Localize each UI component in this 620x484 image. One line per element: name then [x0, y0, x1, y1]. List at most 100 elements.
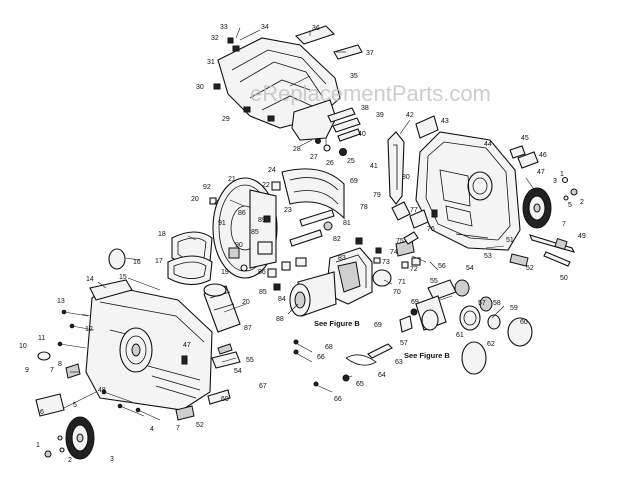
callout-90: 90	[235, 242, 243, 249]
pump-motor-assembly	[289, 237, 373, 317]
callout-36: 36	[312, 25, 320, 32]
label-69-left	[207, 389, 231, 405]
callout-56: 56	[438, 263, 446, 270]
callout-70: 70	[393, 289, 401, 296]
callout-71: 71	[398, 279, 406, 286]
callout-26: 26	[326, 160, 334, 167]
knob-58-59	[479, 296, 501, 330]
callout-60: 60	[520, 319, 528, 326]
callout-49: 49	[578, 233, 586, 240]
left-wheel-hardware	[44, 435, 65, 458]
small-bracket-parts	[209, 181, 323, 291]
callout-80: 80	[402, 174, 410, 181]
callout-54b: 54	[234, 368, 242, 375]
callout-62: 62	[487, 341, 495, 348]
callout-37: 37	[366, 50, 374, 57]
wheel-axle-50	[543, 251, 571, 267]
gasket-17	[167, 255, 213, 286]
callout-84: 84	[278, 296, 286, 303]
callout-3a: 3	[553, 178, 557, 185]
callout-7c: 7	[176, 425, 180, 432]
callout-72: 72	[410, 266, 418, 273]
callout-43: 43	[441, 118, 449, 125]
callout-64: 64	[378, 372, 386, 379]
callout-32: 32	[211, 35, 219, 42]
figure-ref-right: See Figure B	[404, 351, 450, 360]
callout-4: 4	[150, 426, 154, 433]
wheel-axle-49	[529, 234, 576, 253]
callout-58: 58	[493, 300, 501, 307]
callout-47b: 47	[183, 342, 191, 349]
callout-29: 29	[222, 116, 230, 123]
callout-55b: 55	[246, 357, 254, 364]
callout-52b: 52	[196, 422, 204, 429]
callout-9: 9	[25, 367, 29, 374]
callout-17: 17	[155, 258, 163, 265]
decal-label-37	[333, 44, 363, 60]
label-6	[35, 393, 65, 417]
callout-21: 21	[228, 176, 236, 183]
callout-59: 59	[510, 305, 518, 312]
callout-89: 89	[258, 217, 266, 224]
callout-88: 88	[276, 316, 284, 323]
handle-bracket-41	[387, 131, 405, 205]
figure-ref-left: See Figure B	[314, 319, 360, 328]
callout-30: 30	[196, 84, 204, 91]
labels-45-46	[509, 145, 539, 169]
gauge-61	[459, 305, 481, 331]
callout-69c: 69	[374, 322, 382, 329]
callout-75: 75	[396, 238, 404, 245]
callout-34: 34	[261, 24, 269, 31]
callout-61: 61	[456, 332, 464, 339]
leader-lines	[63, 27, 537, 409]
callout-15: 15	[119, 274, 127, 281]
callout-42: 42	[406, 112, 414, 119]
label-43	[415, 115, 439, 139]
callout-82: 82	[333, 236, 341, 243]
callout-69b: 69	[411, 299, 419, 306]
callout-7b: 7	[50, 367, 54, 374]
callout-1b: 1	[36, 442, 40, 449]
callout-78: 78	[360, 204, 368, 211]
callout-69-left: 69	[221, 396, 229, 403]
callout-18: 18	[158, 231, 166, 238]
callout-23: 23	[284, 207, 292, 214]
knob-60	[507, 317, 533, 347]
fan-cover-21	[212, 177, 278, 279]
callout-67: 67	[259, 383, 267, 390]
callout-14: 14	[86, 276, 94, 283]
left-wheel	[65, 416, 95, 460]
right-wheel	[522, 187, 552, 229]
top-cover-assembly	[213, 37, 347, 156]
callout-74: 74	[390, 249, 398, 256]
callout-25: 25	[347, 158, 355, 165]
callout-46: 46	[539, 152, 547, 159]
callout-48: 48	[98, 387, 106, 394]
callout-2b: 2	[68, 457, 72, 464]
callout-73: 73	[382, 259, 390, 266]
watermark-text: eReplacementParts.com	[250, 81, 491, 106]
callout-54a: 54	[466, 265, 474, 272]
callout-86b: 86	[258, 269, 266, 276]
bolt-set-left	[57, 309, 161, 421]
callout-92: 92	[203, 184, 211, 191]
callout-81: 81	[343, 220, 351, 227]
callout-52a: 52	[526, 265, 534, 272]
callout-47a: 47	[537, 169, 545, 176]
callout-44: 44	[484, 141, 492, 148]
callout-68: 68	[325, 344, 333, 351]
fan-guard-24	[281, 168, 345, 220]
callout-57a: 57	[478, 300, 486, 307]
callout-5a: 5	[568, 202, 572, 209]
callout-86a: 86	[238, 210, 246, 217]
callout-35: 35	[350, 73, 358, 80]
callout-11: 11	[38, 335, 45, 342]
callout-85b: 85	[259, 289, 267, 296]
callout-7a: 7	[562, 221, 566, 228]
hose-parts-63-64	[342, 343, 393, 382]
callout-39: 39	[376, 112, 384, 119]
callout-2a: 2	[580, 199, 584, 206]
callout-24: 24	[268, 167, 276, 174]
decal-label-36	[294, 25, 336, 45]
